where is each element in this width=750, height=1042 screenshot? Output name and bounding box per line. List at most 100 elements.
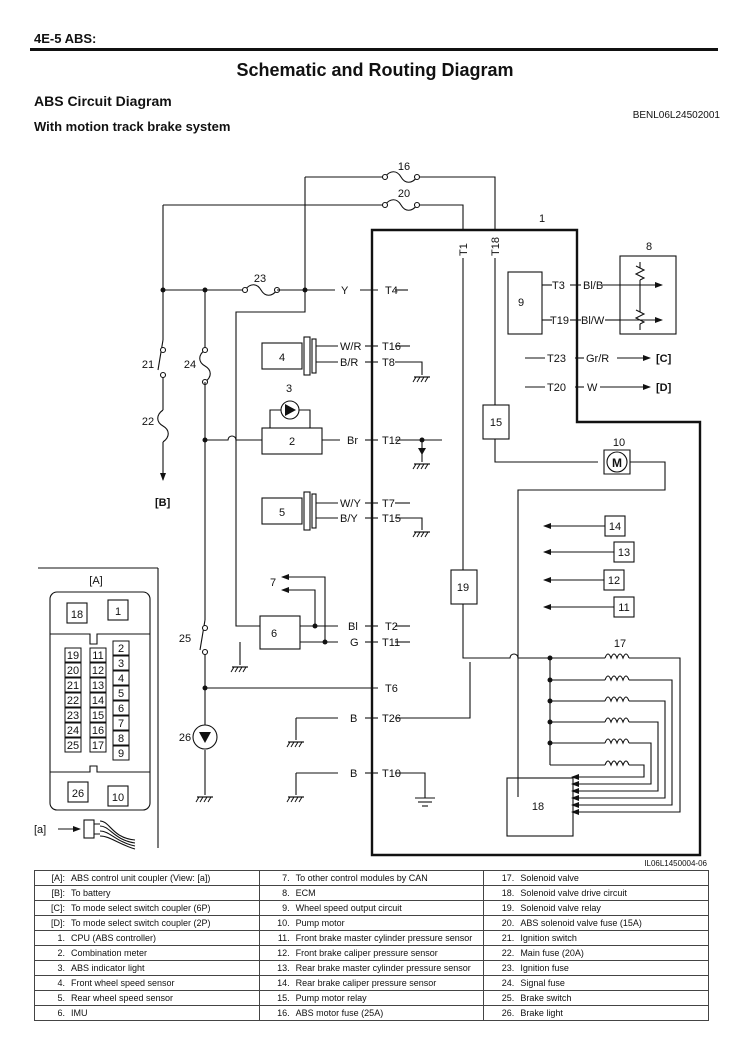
legend-value: ABS motor fuse (25A) [295,1008,384,1018]
label-15: 15 [490,417,502,429]
wire-gr-r: Gr/R [586,353,609,365]
legend-value: To mode select switch coupler (6P) [71,903,211,913]
coupler-pin-box [112,655,130,671]
coupler-pin: 18 [71,609,83,621]
label-9: 9 [518,297,524,309]
coupler-pin-box [89,722,107,738]
illustration-code: IL06L1450004-06 [644,859,707,868]
legend-value: ABS solenoid valve fuse (15A) [520,918,642,928]
label-20: 20 [398,188,410,200]
terminal-t19: T19 [550,315,569,327]
legend-cell: 4.Front wheel speed sensor [34,975,260,991]
coupler-pin: 5 [118,688,124,700]
legend-value: Solenoid valve drive circuit [520,888,627,898]
legend-value: Brake switch [520,993,572,1003]
label-8: 8 [646,241,652,253]
coupler-pin: 21 [67,680,79,692]
coupler-pin: 15 [92,710,104,722]
coupler-pin-box [89,737,107,753]
coupler-pin: 9 [118,748,124,760]
coupler-pin-box [64,647,82,663]
terminal-t3: T3 [552,280,565,292]
coupler-pin-box [89,662,107,678]
legend-key: [A]: [51,873,65,883]
legend-value: To battery [71,888,111,898]
legend-value: Signal fuse [520,978,565,988]
label-6: 6 [271,628,277,640]
legend-value: ECM [295,888,316,898]
coupler-pin: 25 [67,740,79,752]
wire-y: Y [341,285,349,297]
legend-cell: 25. Brake switch [483,990,709,1006]
legend-key: 20. [501,918,515,928]
legend-value: Front brake master cylinder pressure sen… [295,933,473,943]
label-12: 12 [608,575,620,587]
wire-b-r: B/R [340,357,358,369]
legend-key: 1. [57,933,65,943]
legend-cell: 26.Brake light [483,1005,709,1021]
legend-cell: 6.IMU [34,1005,260,1021]
legend-value: IMU [71,1008,88,1018]
legend-cell: 20. ABS solenoid valve fuse (15A) [483,915,709,931]
fuse-16 [384,171,418,183]
wire-b-10: B [350,768,357,780]
label-25: 25 [179,633,191,645]
wire-w: W [587,382,598,394]
coupler-label: [A] [89,575,102,587]
pump-motor-10 [603,449,631,475]
wire-bl-w: Bl/W [581,315,605,327]
legend-cell: [D]:To mode select switch coupler (2P) [34,915,260,931]
legend-cell: 21.Ignition switch [483,930,709,946]
terminal-t11: T11 [382,637,400,649]
section-header: 4E-5 ABS: [34,31,97,46]
coupler-pin: 24 [67,725,79,737]
label-21: 21 [142,359,154,371]
legend-value: Pump motor [295,918,345,928]
legend-cell: 9.Wheel speed output circuit [258,900,485,916]
coupler-pin: 7 [118,718,124,730]
legend-cell: 18.Solenoid valve drive circuit [483,885,709,901]
label-3: 3 [286,383,292,395]
coupler-pin: 14 [92,695,104,707]
coupler-pin-box [112,670,130,686]
coupler-pin-box [64,692,82,708]
legend-value: Pump motor relay [295,993,367,1003]
label-18: 18 [532,801,544,813]
coupler-pin: 12 [92,665,104,677]
fuse-20 [384,199,418,211]
legend-row: [D]:To mode select switch coupler (2P)10… [34,915,709,931]
motor-m: M [612,456,622,470]
signal-fuse-24 [199,349,211,383]
coupler-pin: 17 [92,740,104,752]
legend-cell: 5.Rear wheel speed sensor [34,990,260,1006]
label-7: 7 [270,577,276,589]
label-10: 10 [613,437,625,449]
wire-g: G [350,637,359,649]
terminal-t6: T6 [385,683,398,695]
legend-key: 11. [277,933,290,943]
diagram-variant: With motion track brake system [34,119,231,134]
header-rule [30,48,718,51]
fuse-23 [244,284,278,296]
coupler-pin: 16 [92,725,104,737]
label-16: 16 [398,161,410,173]
brake-switch-25 [199,619,206,651]
legend-cell: 15.Pump motor relay [258,990,485,1006]
terminal-t2: T2 [385,621,398,633]
terminal-t16: T16 [382,341,401,353]
legend-cell: 1.CPU (ABS controller) [34,930,260,946]
legend-key: 9. [282,903,290,913]
coupler-pin-box [64,707,82,723]
terminal-t26: T26 [382,713,401,725]
legend-cell: 17.Solenoid valve [483,870,709,886]
legend-cell: 10.Pump motor [258,915,485,931]
coupler-pin-box [112,730,130,746]
legend-key: [D]: [50,918,65,928]
legend-value: Combination meter [71,948,148,958]
wire-bl: Bl [348,621,358,633]
legend-key: 25. [501,993,515,1003]
